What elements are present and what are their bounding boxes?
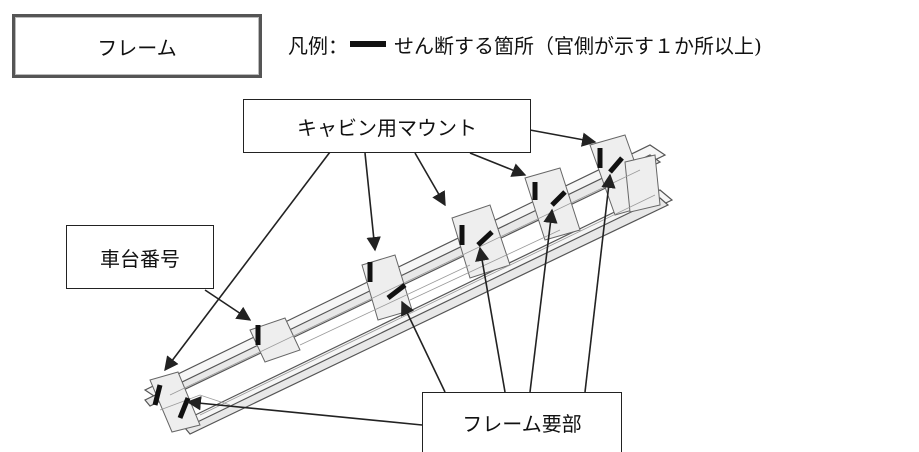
arrow [529, 208, 558, 393]
arrow [204, 289, 252, 321]
cabin-mount-text: キャビン用マウント [297, 115, 477, 140]
chassis-number-label: 車台番号 [66, 225, 214, 289]
arrow [164, 151, 331, 372]
cut-mark [550, 190, 567, 207]
cross-member [624, 154, 661, 213]
cut-mark [608, 156, 624, 174]
cabin-mount-label: キャビン用マウント [243, 99, 531, 153]
frame-main-arrows [186, 173, 616, 426]
cross-member [149, 371, 201, 433]
arrow [529, 129, 597, 147]
cabin-mount-arrows [164, 129, 597, 372]
cut-marks [152, 148, 624, 419]
legend-text: せん断する箇所（官側が示す１か所以上) [394, 33, 762, 58]
arrow [401, 300, 446, 393]
frame-rails [143, 144, 674, 435]
title-label: フレーム [97, 35, 177, 60]
cut-mark [152, 384, 163, 406]
arrow [186, 396, 423, 426]
arrow [469, 152, 527, 177]
cut-mark-swatch-icon [350, 41, 386, 47]
frame-main-text: フレーム要部 [462, 412, 582, 436]
frame-main-label: フレーム要部 [422, 392, 622, 452]
title-box: フレーム [12, 14, 262, 78]
cut-mark [386, 283, 407, 300]
arrow [475, 246, 506, 393]
legend: 凡例： せん断する箇所（官側が示す１か所以上) [288, 26, 762, 62]
arrow [414, 152, 446, 207]
chassis-number-text: 車台番号 [100, 246, 180, 271]
chassis-number-arrow [204, 289, 252, 321]
arrow [584, 173, 616, 393]
cut-mark [476, 230, 494, 247]
legend-prefix: 凡例： [288, 33, 348, 58]
arrow [364, 152, 381, 252]
frame-details [159, 169, 656, 416]
